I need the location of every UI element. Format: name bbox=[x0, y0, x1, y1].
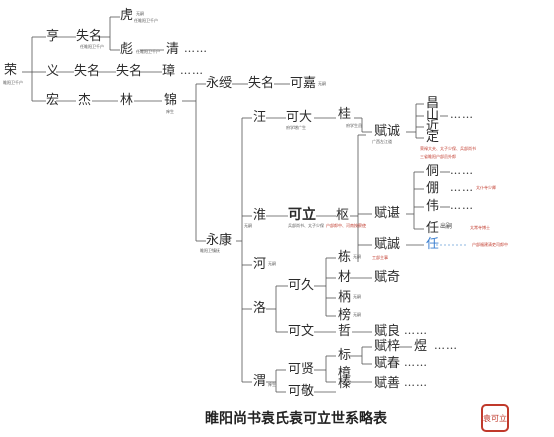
note-keli: 兵部尚书、太子少保 bbox=[288, 223, 324, 228]
node-shu: 枢 bbox=[336, 208, 350, 223]
node-shan: 山 bbox=[426, 108, 440, 123]
node-ding: 定 bbox=[426, 130, 440, 145]
node-huai: 淮 bbox=[253, 208, 267, 223]
node-hu: 虎 bbox=[120, 8, 134, 23]
note-peng: 太仆寺少卿 bbox=[476, 185, 496, 190]
node-dong: 栋 bbox=[338, 250, 352, 265]
node-yuan: 渭 bbox=[253, 374, 267, 389]
node-shiming-1: 失名 bbox=[76, 29, 103, 44]
node-kejiu: 可久 bbox=[288, 278, 315, 293]
node-luo: 洛 bbox=[253, 301, 267, 316]
node-keli: 可立 bbox=[288, 207, 316, 223]
node-shiming-4: 失名 bbox=[248, 76, 275, 91]
dots-yu: …… bbox=[434, 339, 458, 352]
dots-tong: …… bbox=[450, 164, 474, 177]
node-lin: 林 bbox=[120, 93, 134, 108]
note-ding-1: 荣禄大夫、太子少保、兵部尚书 bbox=[420, 146, 476, 151]
note-fucheng: 广西左江道 bbox=[372, 139, 392, 144]
node-he: 河 bbox=[253, 257, 267, 272]
node-biao: 彪 bbox=[120, 42, 134, 57]
node-ren: 任 bbox=[426, 221, 440, 236]
note-biao: 任睢阳卫千户 bbox=[136, 49, 160, 54]
node-zhang2: 樟 bbox=[338, 366, 352, 381]
note-dong: 无嗣 bbox=[353, 254, 361, 259]
note-ren2: 户部福建清吏司郎中 bbox=[472, 242, 508, 247]
node-fucheng: 赋诚 bbox=[374, 124, 401, 139]
note-shu: 户部郎中、河南按察使 bbox=[326, 223, 366, 228]
node-gui: 桂 bbox=[338, 107, 352, 122]
node-rong: 荣 bbox=[4, 63, 18, 78]
note-kejia: 无嗣 bbox=[318, 81, 326, 86]
node-kexian: 可贤 bbox=[288, 362, 315, 377]
dots-shan: …… bbox=[450, 108, 474, 121]
dots-qing: …… bbox=[184, 42, 208, 55]
node-fuchen: 赋谌 bbox=[374, 206, 401, 221]
node-fuchun: 赋春 bbox=[374, 356, 401, 371]
seal-stamp: 袁可立 bbox=[481, 404, 509, 432]
node-heng: 亨 bbox=[46, 29, 60, 44]
dots-wei: …… bbox=[450, 199, 474, 212]
diagram-title: 睢阳尚书袁氏袁可立世系略表 bbox=[205, 411, 387, 427]
note-bing: 无嗣 bbox=[353, 294, 361, 299]
node-yi: 义 bbox=[46, 64, 60, 79]
node-kejing: 可敬 bbox=[288, 384, 315, 399]
node-bang: 榜 bbox=[338, 308, 352, 323]
node-yongshou: 永绶 bbox=[206, 76, 233, 91]
node-zhe: 哲 bbox=[338, 324, 352, 339]
node-fuyu: 赋誠 bbox=[374, 237, 401, 252]
node-jin: 锦 bbox=[164, 93, 178, 108]
node-keda: 可大 bbox=[286, 110, 313, 125]
dots-fushan: …… bbox=[404, 376, 428, 389]
note-ren-2: 太常寺博士 bbox=[470, 225, 490, 230]
node-zhen: 榛 bbox=[338, 376, 352, 391]
dots-fuliang: …… bbox=[404, 324, 428, 337]
note-bang: 无嗣 bbox=[353, 312, 361, 317]
node-jin2: 近 bbox=[426, 119, 440, 134]
node-kejia: 可嘉 bbox=[290, 76, 317, 91]
note-rong: 睢阳卫千户 bbox=[3, 80, 23, 85]
node-fuliang: 赋良 bbox=[374, 324, 401, 339]
node-chang: 昌 bbox=[426, 96, 440, 111]
note-jin: 庠生 bbox=[166, 109, 174, 114]
node-ren2: 任 bbox=[426, 237, 440, 252]
node-shiming-3: 失名 bbox=[116, 64, 143, 79]
node-peng: 倗 bbox=[426, 181, 440, 196]
node-yongkang: 永康 bbox=[206, 233, 233, 248]
note-ren: 出嗣 bbox=[440, 223, 453, 230]
note-huai: 无嗣 bbox=[244, 223, 252, 228]
node-wang: 汪 bbox=[253, 110, 267, 125]
node-fushan: 赋善 bbox=[374, 376, 401, 391]
node-bing: 柄 bbox=[338, 290, 352, 305]
note-hu-2: 任睢阳卫千户 bbox=[134, 18, 158, 23]
node-kewen: 可文 bbox=[288, 324, 315, 339]
node-jie: 杰 bbox=[78, 93, 92, 108]
node-hong: 宏 bbox=[46, 93, 60, 108]
note-gui: 府学生员 bbox=[346, 123, 362, 128]
note-hu-1: 无嗣 bbox=[136, 11, 144, 16]
note-he: 无嗣 bbox=[268, 261, 276, 266]
note-fuyu: 工部主事 bbox=[372, 255, 388, 260]
dots-zhang: …… bbox=[180, 64, 204, 77]
node-fuqi: 赋奇 bbox=[374, 270, 401, 285]
node-shiming-2: 失名 bbox=[74, 64, 101, 79]
node-tong: 侗 bbox=[426, 164, 440, 179]
dots-peng: …… bbox=[450, 181, 474, 194]
node-wei: 伟 bbox=[426, 199, 440, 214]
note-yongkang: 睢阳卫镇抚 bbox=[200, 248, 220, 253]
dots-fuchun: …… bbox=[404, 356, 428, 369]
node-qing: 清 bbox=[166, 42, 180, 57]
node-biao2: 标 bbox=[338, 348, 352, 363]
note-ding-2: 三省睢阳户部员外郎 bbox=[420, 154, 456, 159]
note-heng: 任睢阳卫千户 bbox=[80, 44, 104, 49]
note-yuan: 庠生 bbox=[268, 382, 276, 387]
node-yu: 煜 bbox=[414, 339, 428, 354]
node-cai: 材 bbox=[338, 270, 352, 285]
node-zhang: 璋 bbox=[162, 64, 176, 79]
note-keda: 府学增广生 bbox=[286, 125, 306, 130]
node-fuzi: 赋梓 bbox=[374, 339, 401, 354]
